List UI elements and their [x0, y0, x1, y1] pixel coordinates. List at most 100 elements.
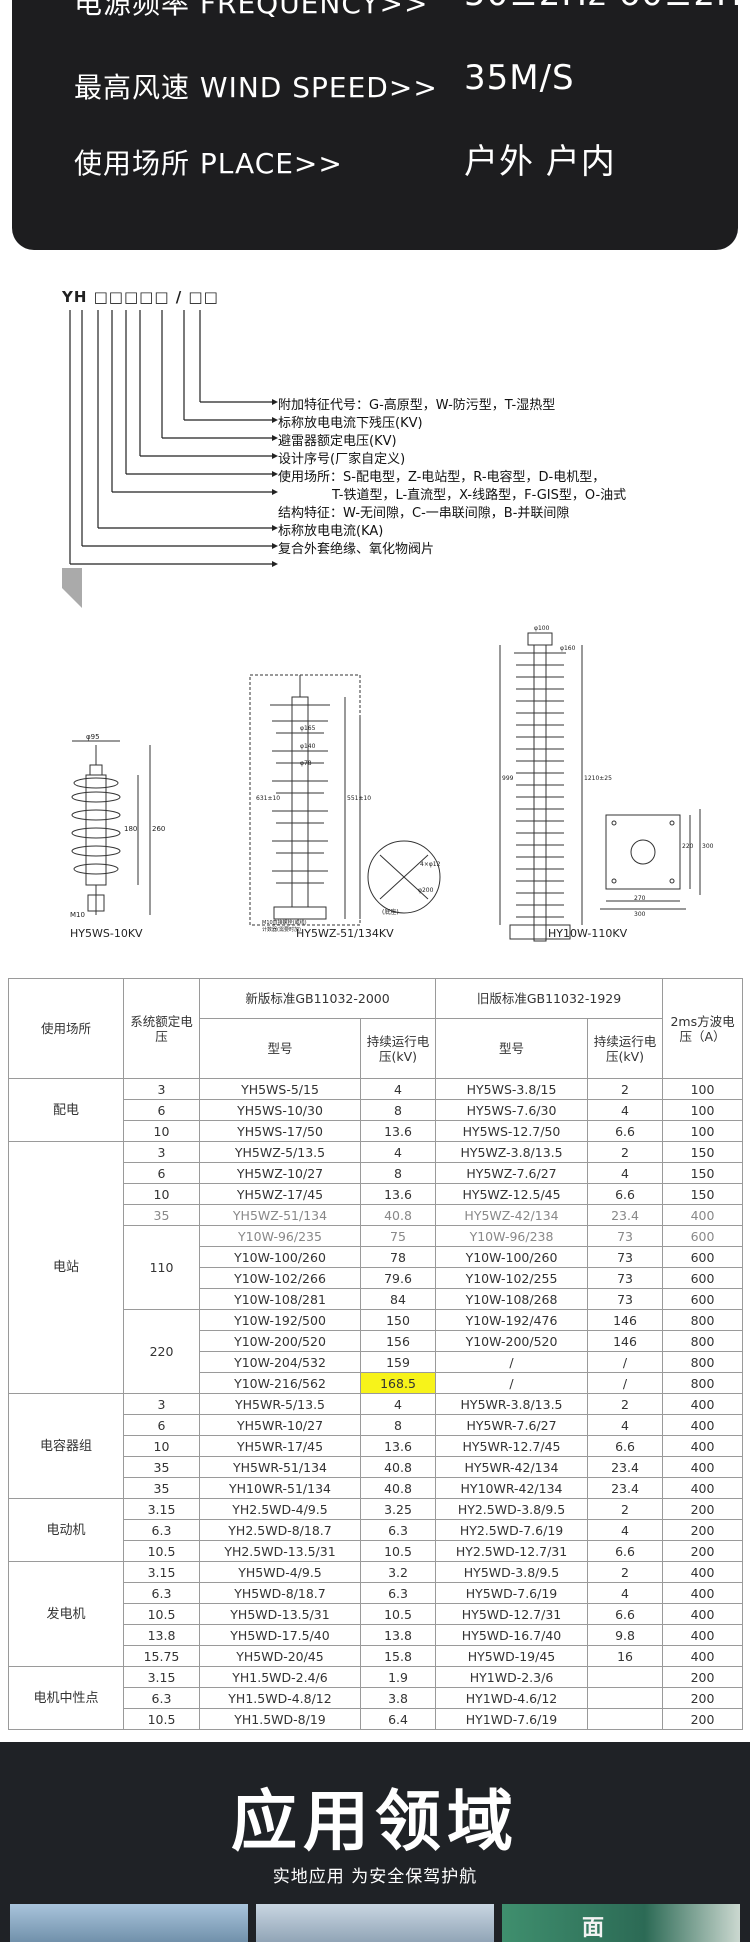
table-row: 发电机 3.15 YH5WD-4/9.5 3.2 HY5WD-3.8/9.5 2… [8, 1561, 744, 1667]
table-cell: 200 [662, 1498, 744, 1520]
table-cell: 3 [123, 1078, 200, 1100]
table-row: 10.5 YH1.5WD-8/19 6.4 HY1WD-7.6/19 200 [9, 1708, 744, 1730]
table-cell: 4 [359, 1393, 437, 1415]
dim-label: φ165 [300, 725, 316, 732]
table-cell: 200 [662, 1540, 744, 1562]
legend-usage-place: 使用场所：S-配电型，Z-电站型，R-电容型，D-电机型， [278, 470, 606, 485]
table-cell: 100 [662, 1120, 744, 1142]
table-cell: YH5WD-8/18.7 [199, 1582, 361, 1604]
table-cell: YH2.5WD-13.5/31 [199, 1540, 361, 1562]
table-cell: 13.6 [359, 1435, 437, 1457]
dim-label: φ95 [86, 733, 100, 741]
dim-label: 551±10 [347, 795, 372, 802]
table-cell: 10.5 [123, 1708, 200, 1730]
table-row: 6 YH5WR-10/27 8 HY5WR-7.6/27 4 400 [9, 1414, 744, 1436]
legend-additional-feature: 附加特征代号：G-高原型，W-防污型，T-湿热型 [278, 398, 556, 413]
legend-structure: 结构特征：W-无间隙，C-一串联间隙，B-并联间隙 [278, 506, 570, 521]
table-row: Y10W-200/520 156 Y10W-200/520 146 800 [9, 1330, 744, 1352]
table-cell: HY5WS-3.8/15 [435, 1078, 589, 1100]
legend-usage-place-cont: T-铁道型，L-直流型，X-线路型，F-GIS型，O-油式 [332, 488, 627, 503]
table-cell: 73 [587, 1267, 664, 1289]
table-row: 10.5 YH5WD-13.5/31 10.5 HY5WD-12.7/31 6.… [9, 1603, 744, 1625]
legend-design-number: 设计序号(厂家自定义) [278, 452, 406, 467]
table-cell: YH2.5WD-8/18.7 [199, 1519, 361, 1541]
table-cell: HY5WR-7.6/27 [435, 1414, 589, 1436]
table-cell: YH5WZ-17/45 [199, 1183, 361, 1205]
spec-panel: 电源频率 FREQUENCY>> 50±2Hz 60±2Hz 最高风速 WIND… [12, 0, 750, 250]
table-cell: 13.6 [359, 1183, 437, 1205]
technical-drawings: φ95 260 180 M10 φ165 φ140 φ78 631±10 551… [0, 625, 750, 945]
table-cell: 400 [662, 1435, 744, 1457]
table-cell: 3.15 [123, 1666, 200, 1688]
table-row: 6 YH5WS-10/30 8 HY5WS-7.6/30 4 100 [9, 1099, 744, 1121]
model-code-lines [62, 310, 278, 608]
table-cell: Y10W-102/255 [435, 1267, 589, 1289]
table-cell: 35 [123, 1477, 200, 1499]
table-cell: YH5WS-17/50 [199, 1120, 361, 1142]
table-row: 电机中性点 3.15 YH1.5WD-2.4/6 1.9 HY1WD-2.3/6… [8, 1666, 744, 1730]
dim-label: (底座) [382, 909, 399, 916]
table-cell: HY5WZ-12.5/45 [435, 1183, 589, 1205]
table-cell: 40.8 [359, 1204, 437, 1226]
drawing-hy5ws-10kv [71, 740, 151, 915]
spec-row-place: 使用场所 PLACE>> 户外 户内 [74, 142, 734, 202]
header-place: 使用场所 [8, 978, 124, 1079]
table-cell: YH5WS-10/30 [199, 1099, 361, 1121]
table-cell: 3.15 [123, 1498, 200, 1520]
dim-label: φ140 [300, 743, 316, 750]
table-cell: HY5WR-12.7/45 [435, 1435, 589, 1457]
table-cell: / [435, 1372, 589, 1394]
dim-label: 220 [682, 843, 694, 850]
table-cell: Y10W-96/235 [199, 1225, 361, 1247]
table-cell: 73 [587, 1288, 664, 1310]
dim-label: 300 [634, 911, 646, 918]
table-cell: 110 [123, 1225, 200, 1310]
legend-residual-voltage: 标称放电电流下残压(KV) [278, 416, 423, 431]
table-cell: 800 [662, 1372, 744, 1394]
table-cell: YH5WR-10/27 [199, 1414, 361, 1436]
spec-row-frequency: 电源频率 FREQUENCY>> 50±2Hz 60±2Hz [74, 0, 750, 42]
dim-label: φ78 [300, 760, 312, 767]
dim-label: 999 [502, 775, 514, 782]
category-cell: 电站 [8, 1141, 124, 1394]
table-cell: 79.6 [359, 1267, 437, 1289]
table-cell: 10 [123, 1435, 200, 1457]
spec-table: 使用场所 系统额定电压 新版标准GB11032-2000 旧版标准GB11032… [8, 978, 744, 1730]
table-cell: 8 [359, 1099, 437, 1121]
table-cell: 400 [662, 1624, 744, 1646]
dim-label: 631±10 [256, 795, 281, 802]
category-cell: 发电机 [8, 1561, 124, 1667]
table-cell: YH5WZ-5/13.5 [199, 1141, 361, 1163]
table-cell: / [587, 1351, 664, 1373]
category-cell: 电机中性点 [8, 1666, 124, 1730]
dim-label: 180 [124, 825, 138, 833]
table-cell: 6.6 [587, 1120, 664, 1142]
table-cell: 6 [123, 1162, 200, 1184]
table-cell: 10.5 [123, 1603, 200, 1625]
application-banner: 应用领域 实地应用 为安全保驾护航 面 [0, 1742, 750, 1942]
table-cell: 4 [587, 1099, 664, 1121]
table-cell: 150 [662, 1183, 744, 1205]
table-cell: YH5WD-17.5/40 [199, 1624, 361, 1646]
table-cell: 10.5 [359, 1603, 437, 1625]
legend-composite-housing: 复合外套绝缘、氧化物阀片 [278, 542, 435, 557]
application-title: 应用领域 [231, 1783, 519, 1860]
table-cell: HY5WZ-42/134 [435, 1204, 589, 1226]
table-cell: 220 [123, 1309, 200, 1394]
table-cell: Y10W-96/238 [435, 1225, 589, 1247]
table-cell: 10 [123, 1120, 200, 1142]
spec-label: 电源频率 FREQUENCY>> [74, 0, 429, 20]
table-cell [587, 1708, 664, 1730]
table-row: Y10W-216/562 168.5 / / 800 [9, 1372, 744, 1394]
application-photo: 面 [502, 1904, 740, 1942]
table-cell: YH5WS-5/15 [199, 1078, 361, 1100]
table-row: Y10W-204/532 159 / / 800 [9, 1351, 744, 1373]
spec-label: 使用场所 PLACE>> [74, 147, 343, 180]
table-cell: 8 [359, 1162, 437, 1184]
drawing-hy10w-110kv [499, 632, 701, 942]
table-cell: 4 [587, 1582, 664, 1604]
table-cell: YH5WR-17/45 [199, 1435, 361, 1457]
header-continuous-voltage: 持续运行电压(kV) [359, 1018, 437, 1079]
table-cell: 3.25 [359, 1498, 437, 1520]
table-cell: 6 [123, 1099, 200, 1121]
